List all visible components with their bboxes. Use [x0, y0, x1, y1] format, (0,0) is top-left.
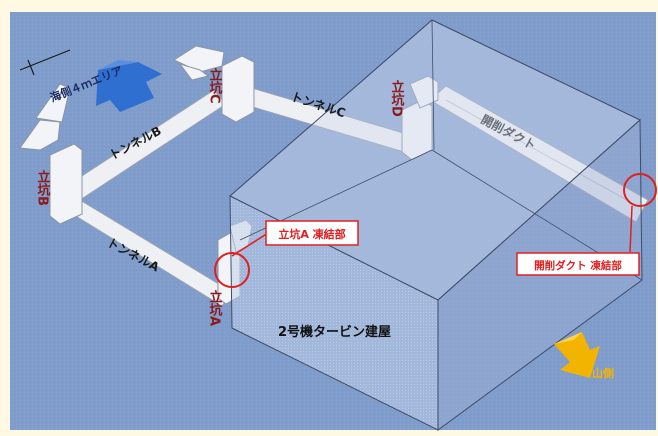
shaft-a-callout-leader — [231, 232, 269, 257]
shaft-a-joint-callout-text: 立坑A 凍結部 — [278, 227, 345, 241]
shaft-b-structure — [19, 83, 83, 225]
shaft-a-label: 立坑A — [207, 289, 223, 326]
shaft-a-joint-callout: 立坑A 凍結部 — [265, 220, 359, 246]
mountain-side-label: 山側 — [592, 366, 614, 380]
duct-joint-callout: 開削ダクト 凍結部 — [516, 252, 640, 276]
yellow-arrow-icon — [554, 332, 600, 378]
blue-arrow-icon — [96, 60, 162, 112]
shaft-c-structure — [172, 45, 255, 123]
duct-joint-callout-text: 開削ダクト 凍結部 — [534, 259, 622, 272]
duct-joint-marker — [623, 173, 657, 207]
shaft-b-label: 立坑B — [35, 169, 51, 205]
shaft-a-joint-marker — [214, 252, 250, 288]
shaft-c-label: 立坑C — [207, 67, 223, 103]
north-arrow-icon — [19, 49, 71, 76]
shaft-d-structure — [401, 75, 439, 161]
cut-duct — [429, 85, 649, 223]
tunnel-network — [65, 85, 649, 307]
shaft-d-label: 立坑D — [389, 79, 405, 117]
turbine-building-label: 2号機タービン建屋 — [278, 324, 391, 340]
duct-callout-leader — [629, 205, 633, 253]
